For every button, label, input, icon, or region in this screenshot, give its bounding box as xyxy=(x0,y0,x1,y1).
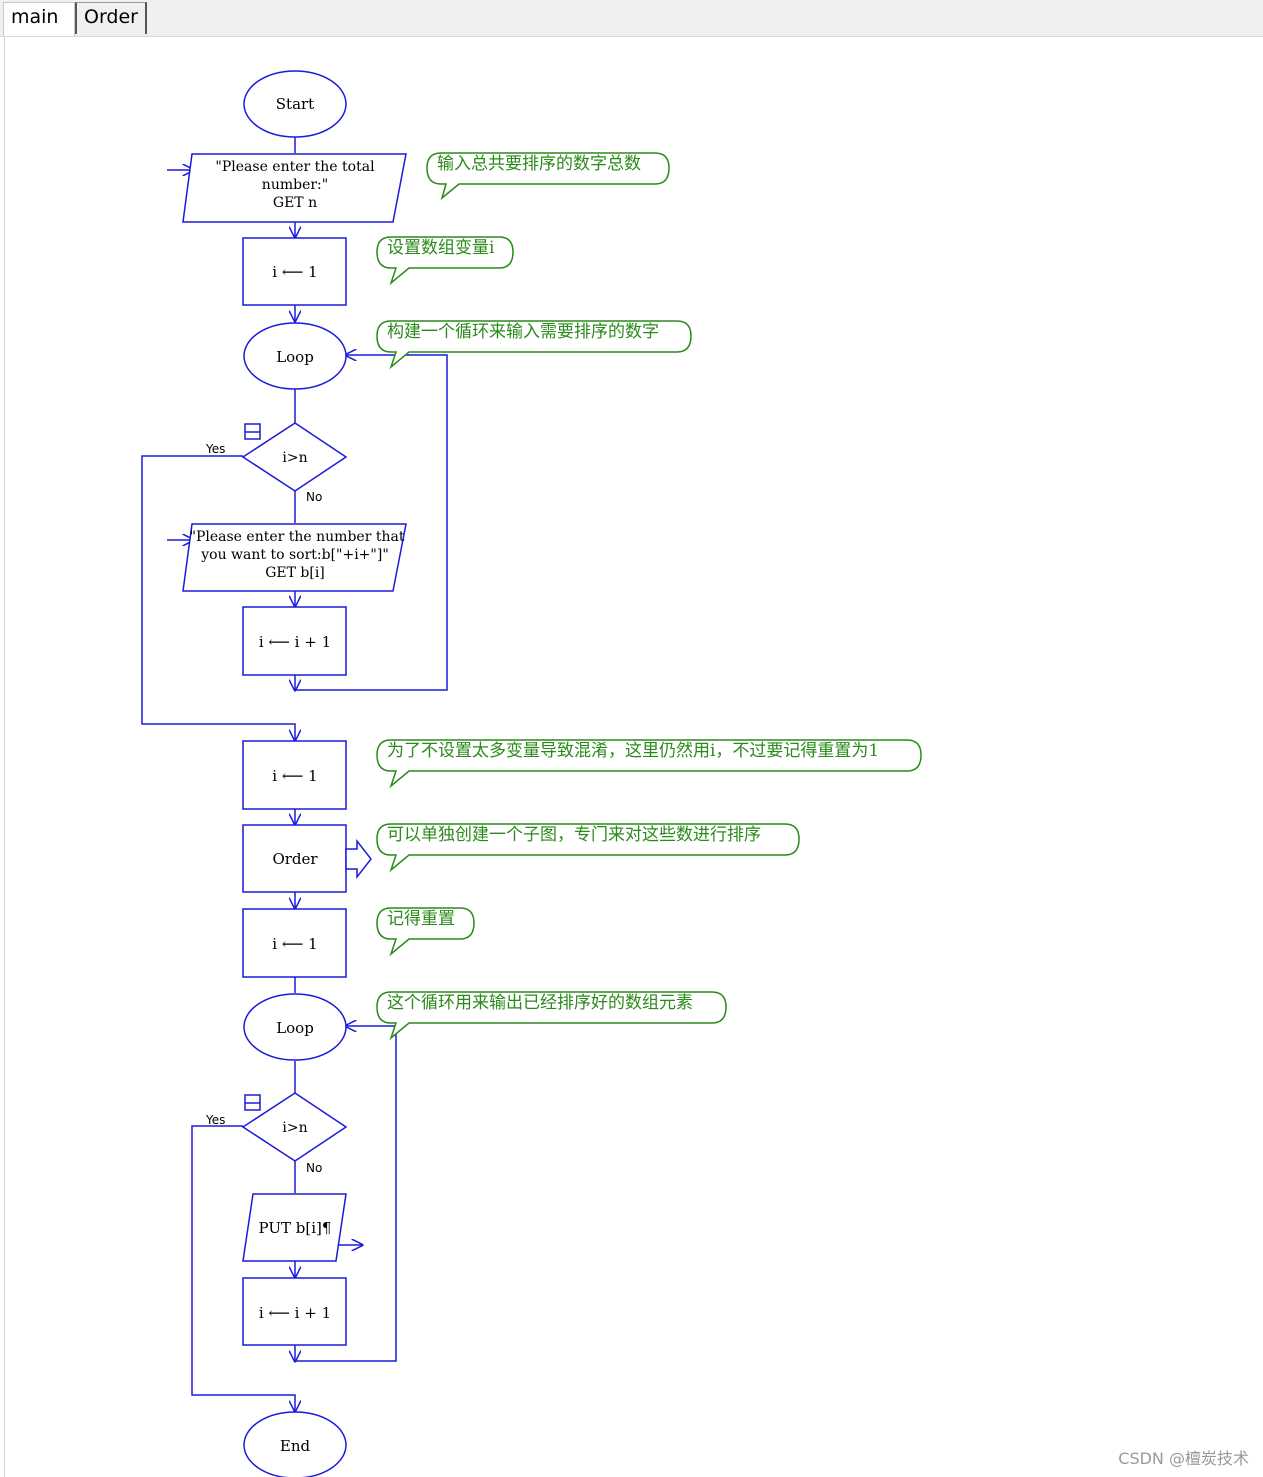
reset-label-2: i ⟵ 1 xyxy=(272,935,317,953)
increment-node-output[interactable] xyxy=(242,1277,347,1346)
comment-text: 这个循环用来输出已经排序好的数组元素 xyxy=(387,993,693,1013)
yes-branch-connector xyxy=(141,455,295,740)
call-node-order[interactable] xyxy=(242,824,347,893)
end-node[interactable] xyxy=(243,1411,347,1477)
flowchart-canvas: Start "Please enter the total number:" G… xyxy=(4,37,1263,1477)
subchart-arrow-icon[interactable] xyxy=(345,838,372,880)
yes-branch-connector xyxy=(191,1125,295,1411)
input-total-line3: GET n xyxy=(273,195,317,211)
increment-node-input[interactable] xyxy=(242,606,347,676)
tab-order[interactable]: Order xyxy=(75,2,147,34)
comment-bubble xyxy=(426,152,670,201)
condition-label-2: i>n xyxy=(282,1120,307,1136)
tab-main[interactable]: main xyxy=(3,2,75,36)
comment-bubble xyxy=(376,991,727,1041)
yes-label: Yes xyxy=(205,442,225,456)
comment-text: 为了不设置太多变量导致混淆，这里仍然用i，不过要记得重置为1 xyxy=(387,741,879,761)
start-node[interactable] xyxy=(243,70,347,138)
input-number-line3: GET b[i] xyxy=(265,565,325,581)
comment-text: 设置数组变量i xyxy=(387,238,495,258)
comment-bubble xyxy=(376,823,800,873)
loop-node-output[interactable] xyxy=(243,993,347,1061)
input-number-line2: you want to sort:b["+i+"]" xyxy=(200,547,389,563)
input-node-number[interactable] xyxy=(182,523,407,592)
start-label: Start xyxy=(276,95,314,113)
comment-text: 输入总共要排序的数字总数 xyxy=(437,154,641,174)
assign-node-i[interactable] xyxy=(242,237,347,306)
yes-label-2: Yes xyxy=(205,1113,225,1127)
call-label: Order xyxy=(272,850,318,868)
input-total-line1: "Please enter the total xyxy=(215,159,375,175)
output-node[interactable] xyxy=(242,1193,347,1262)
comment-bubble xyxy=(376,739,922,789)
comment-bubble xyxy=(376,320,692,370)
input-number-line1: "Please enter the number that xyxy=(190,529,405,545)
flowchart-svg: Start "Please enter the total number:" G… xyxy=(141,70,922,1477)
no-label: No xyxy=(306,490,322,504)
increment-label: i ⟵ i + 1 xyxy=(259,633,331,651)
comment-text: 记得重置 xyxy=(387,909,455,929)
watermark: CSDN @檀炭技术 xyxy=(1118,1449,1249,1468)
comment-bubble xyxy=(376,907,475,957)
reset-node-i-2[interactable] xyxy=(242,908,347,978)
comment-text: 构建一个循环来输入需要排序的数字 xyxy=(387,322,659,342)
end-label: End xyxy=(280,1437,311,1455)
loop-back-connector xyxy=(295,1026,397,1362)
input-total-line2: number:" xyxy=(262,177,328,193)
assign-label: i ⟵ 1 xyxy=(272,263,317,281)
tab-bar: main Order xyxy=(0,0,1263,37)
loop-node-input[interactable] xyxy=(243,322,347,390)
no-label-2: No xyxy=(306,1161,322,1175)
loop-label: Loop xyxy=(276,348,314,366)
output-label: PUT b[i]¶ xyxy=(259,1219,332,1237)
input-node-total[interactable] xyxy=(182,153,407,223)
comment-text: 可以单独创建一个子图，专门来对这些数进行排序 xyxy=(387,825,761,845)
reset-node-i[interactable] xyxy=(242,740,347,810)
increment-label-2: i ⟵ i + 1 xyxy=(259,1304,331,1322)
decision-node-output[interactable] xyxy=(241,1092,348,1162)
loop-label-2: Loop xyxy=(276,1019,314,1037)
comment-bubble xyxy=(376,236,514,286)
condition-label: i>n xyxy=(282,450,307,466)
reset-label: i ⟵ 1 xyxy=(272,767,317,785)
decision-node-input[interactable] xyxy=(241,422,348,492)
